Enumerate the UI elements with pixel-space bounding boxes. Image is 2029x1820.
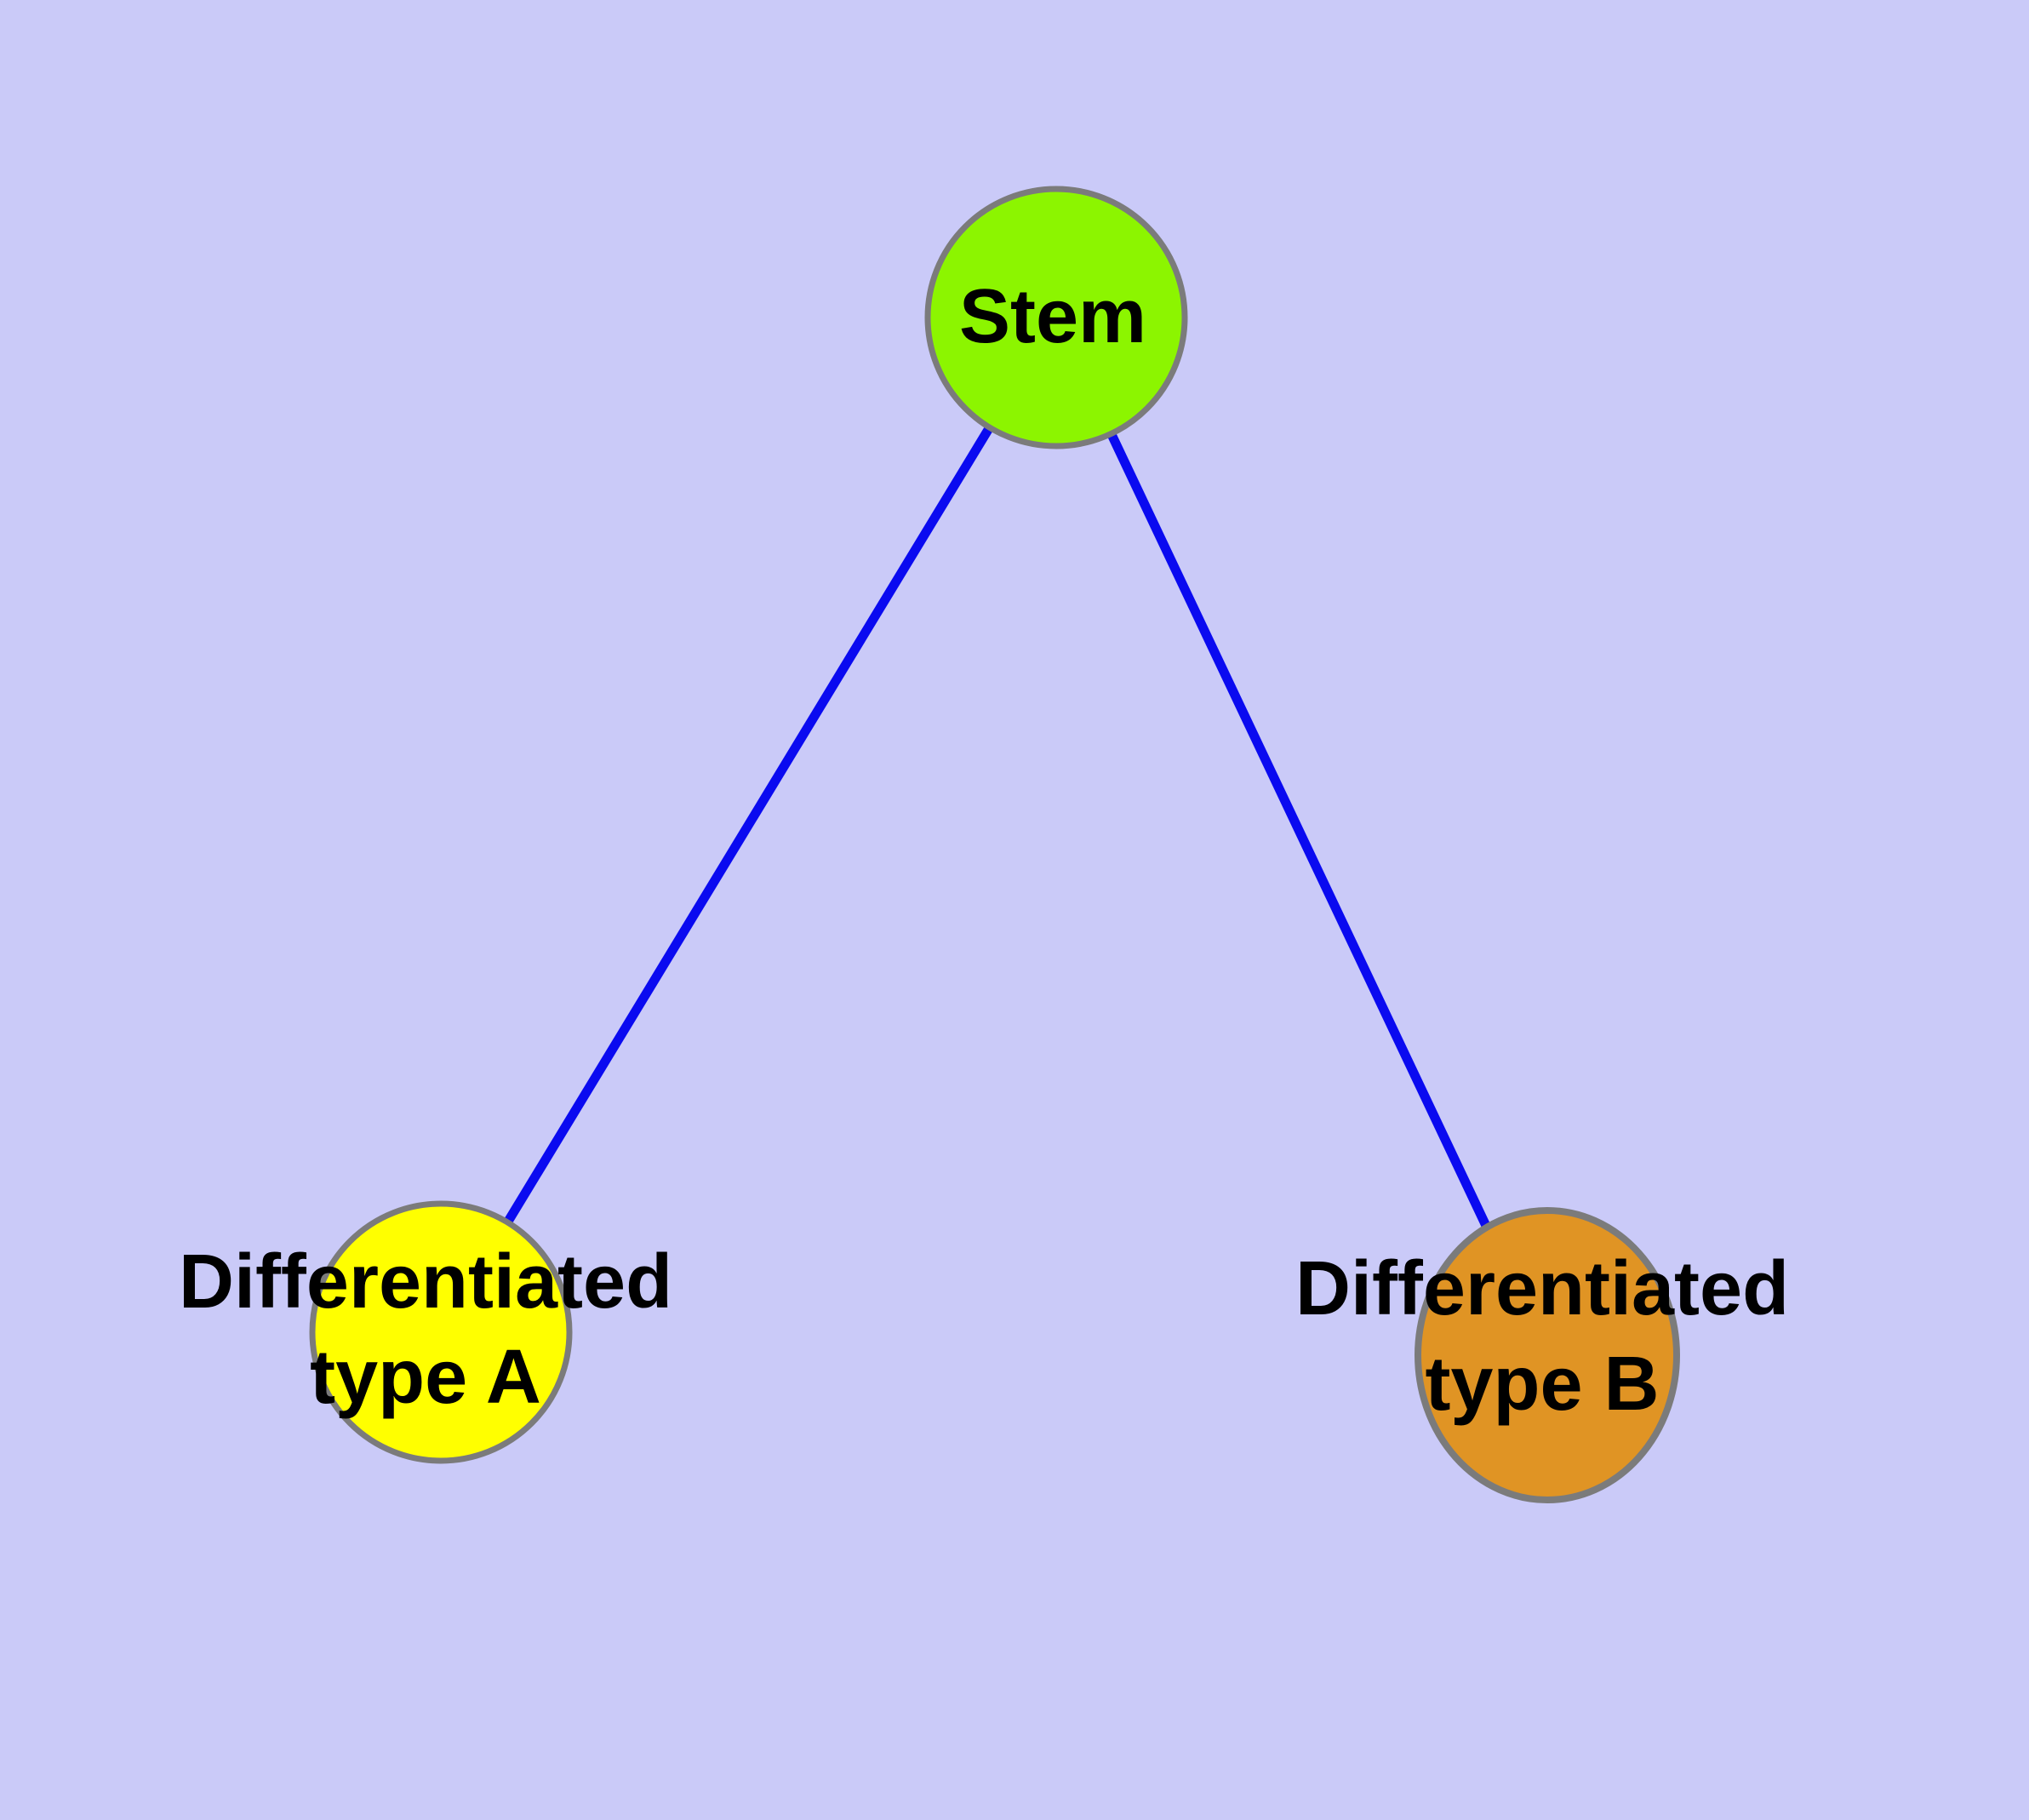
node-type-b-label: Differentiated type B (1295, 1241, 1789, 1432)
node-stem-label-text: Stem (958, 274, 1147, 359)
node-differentiated-type-b (1415, 1207, 1680, 1503)
node-type-b-label-line1: Differentiated (1295, 1246, 1790, 1331)
node-stem-label: Stem (959, 269, 1146, 364)
node-stem (924, 186, 1188, 449)
edge-stem-to-type-b (1052, 315, 1552, 1358)
node-type-a-label: Differentiated type A (179, 1234, 672, 1425)
node-type-a-label-line1: Differentiated (178, 1239, 673, 1325)
node-differentiated-type-a (309, 1200, 573, 1464)
edge-stem-to-type-a (437, 315, 1060, 1335)
node-type-a-label-line2: type A (310, 1335, 541, 1420)
node-type-b-label-line2: type B (1425, 1342, 1660, 1427)
